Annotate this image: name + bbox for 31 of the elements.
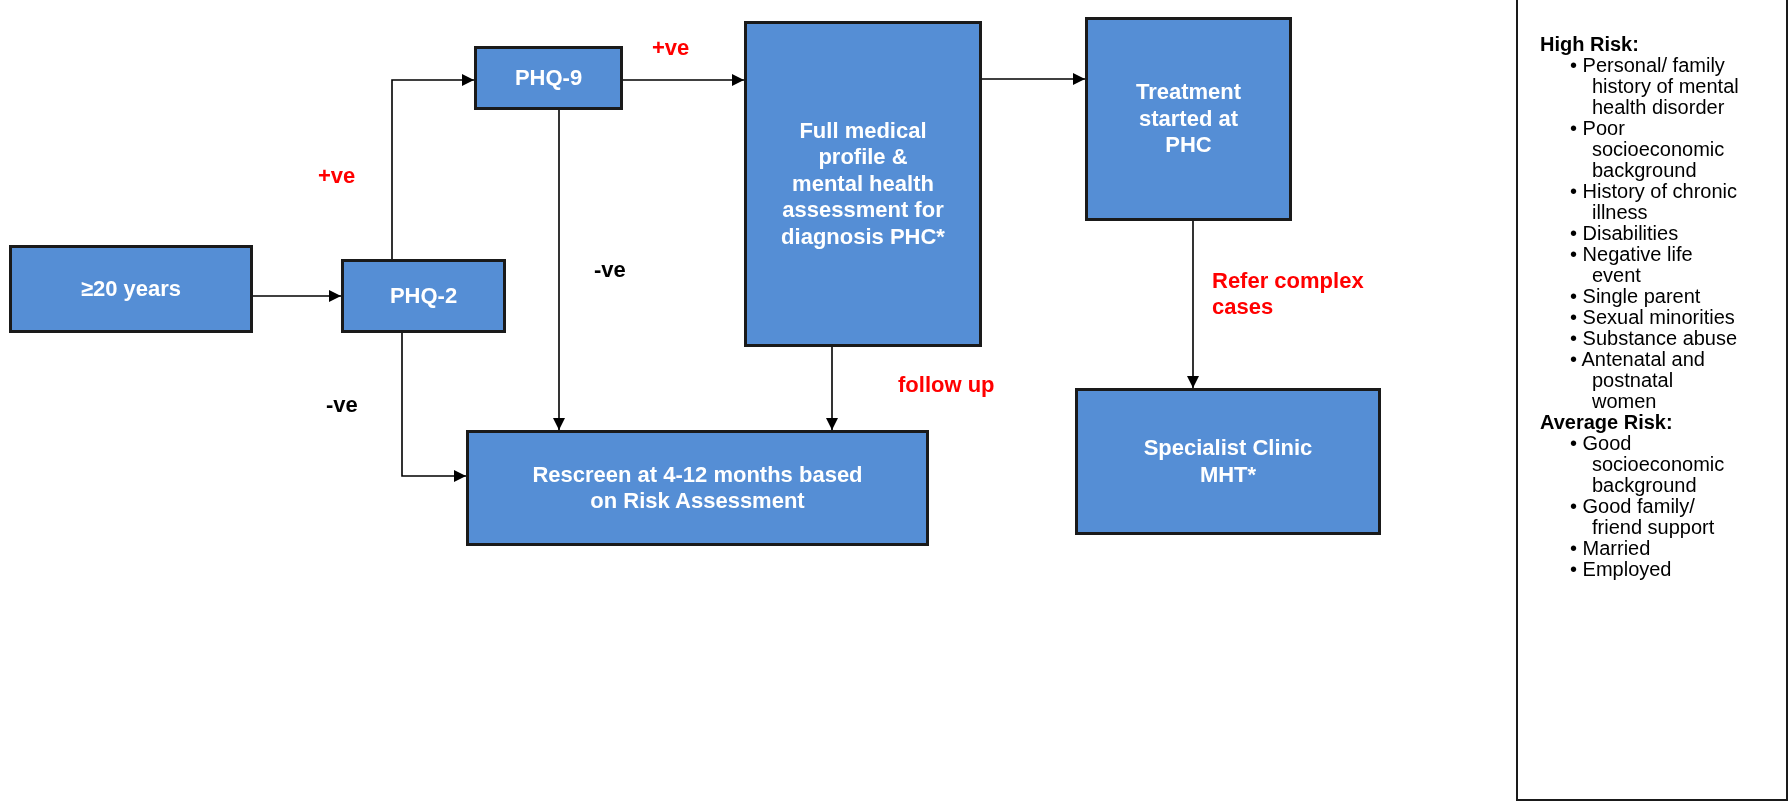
process-box: Rescreen at 4-12 months based on Risk Assessment xyxy=(466,430,929,546)
process-box: Full medical profile & mental health assessment for diagnosis PHC* xyxy=(744,21,982,347)
list-item: • Personal/ family history of mental health disorder xyxy=(1570,55,1740,118)
arrow xyxy=(826,346,838,431)
list-item: • Disabilities xyxy=(1570,223,1680,244)
list-item: • Good family/ friend support xyxy=(1570,496,1716,538)
arrow xyxy=(981,73,1086,85)
process-box: PHQ-9 xyxy=(474,46,623,110)
process-box: Specialist Clinic MHT* xyxy=(1075,388,1381,535)
list-item: • Good socioeconomic background xyxy=(1570,433,1726,496)
list-item: • Negative life event xyxy=(1570,244,1694,286)
arrow xyxy=(401,332,467,482)
arrow xyxy=(622,74,745,86)
process-box: ≥20 years xyxy=(9,245,253,333)
risk-factors-panel xyxy=(1516,0,1788,801)
arrow xyxy=(391,74,475,260)
list-item: • Employed xyxy=(1570,559,1673,580)
list-item: • Substance abuse xyxy=(1570,328,1739,349)
list-item: • Poor socioeconomic background xyxy=(1570,118,1726,181)
panel-heading: Average Risk: xyxy=(1540,412,1674,433)
process-box: Treatment started at PHC xyxy=(1085,17,1292,221)
process-box: PHQ-2 xyxy=(341,259,506,333)
arrow xyxy=(553,109,565,431)
arrow xyxy=(1187,220,1199,389)
list-item: • Antenatal and postnatal women xyxy=(1570,349,1706,412)
panel-heading: High Risk: xyxy=(1540,34,1640,55)
arrow xyxy=(252,290,342,302)
list-item: • Single parent xyxy=(1570,286,1702,307)
list-item: • Sexual minorities xyxy=(1570,307,1736,328)
list-item: • Married xyxy=(1570,538,1651,559)
list-item: • History of chronic illness xyxy=(1570,181,1739,223)
